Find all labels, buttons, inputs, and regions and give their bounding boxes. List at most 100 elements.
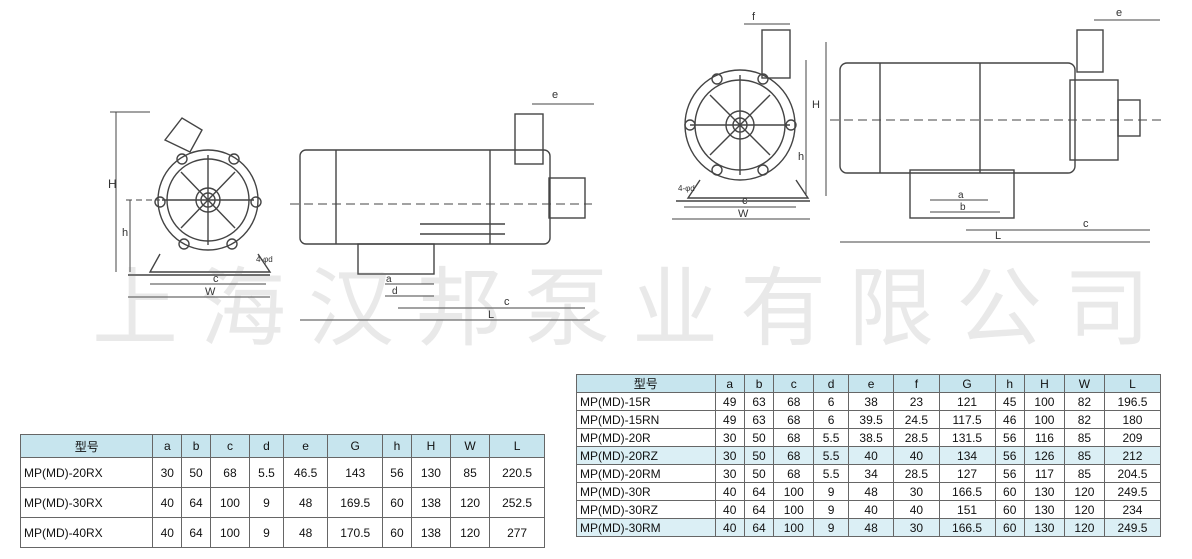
- table-cell: 40: [714, 482, 745, 501]
- table-cell: 45: [994, 392, 1025, 411]
- column-header: h: [382, 434, 412, 458]
- table-cell: 30: [152, 457, 183, 488]
- table-cell: 28.5: [893, 464, 940, 483]
- table-cell: 28.5: [893, 428, 940, 447]
- table-cell: 131.5: [938, 428, 996, 447]
- table-cell: 60: [382, 487, 412, 518]
- table-cell: 38: [847, 392, 895, 411]
- column-header: e: [282, 434, 329, 458]
- table-cell: 68: [773, 410, 815, 429]
- column-header: h: [994, 374, 1025, 393]
- table-cell: 23: [893, 392, 940, 411]
- column-header: c: [209, 434, 251, 458]
- column-header: 型号: [19, 434, 154, 458]
- table-cell: 56: [994, 464, 1025, 483]
- table-cell: 50: [743, 446, 775, 465]
- table-cell: 130: [1023, 482, 1065, 501]
- table-cell: 204.5: [1103, 464, 1162, 483]
- table-cell: 60: [382, 517, 412, 548]
- table-cell: 64: [743, 500, 775, 519]
- left-side-L-label: L: [488, 309, 494, 321]
- table-cell: 40: [847, 446, 895, 465]
- table-cell: 100: [773, 518, 815, 537]
- column-header: a: [152, 434, 183, 458]
- column-header: b: [181, 434, 211, 458]
- table-cell: 100: [1023, 410, 1065, 429]
- table-cell: 39.5: [847, 410, 895, 429]
- table-cell: 127: [938, 464, 996, 483]
- model-cell: MP(MD)-15RN: [576, 410, 716, 429]
- table-cell: 49: [714, 392, 745, 411]
- table-cell: 56: [994, 428, 1025, 447]
- table-cell: 120: [1063, 482, 1105, 501]
- table-cell: 100: [773, 500, 815, 519]
- table-cell: 30: [714, 446, 745, 465]
- table-cell: 34: [847, 464, 895, 483]
- table-cell: 143: [327, 457, 384, 488]
- table-cell: 9: [813, 482, 849, 501]
- table-cell: 40: [714, 500, 745, 519]
- model-cell: MP(MD)-30RZ: [576, 500, 716, 519]
- table-cell: 68: [773, 428, 815, 447]
- column-header: H: [1023, 374, 1065, 393]
- table-cell: 85: [1063, 464, 1105, 483]
- table-cell: 68: [209, 457, 251, 488]
- table-cell: 196.5: [1103, 392, 1162, 411]
- right-side-a-label: a: [958, 190, 964, 201]
- table-cell: 64: [743, 518, 775, 537]
- table-cell: 56: [994, 446, 1025, 465]
- table-cell: 234: [1103, 500, 1162, 519]
- table-cell: 30: [893, 482, 940, 501]
- model-cell: MP(MD)-20RM: [576, 464, 716, 483]
- table-cell: 30: [714, 464, 745, 483]
- table-cell: 85: [1063, 446, 1105, 465]
- table-cell: 138: [410, 487, 452, 518]
- table-cell: 5.5: [813, 428, 849, 447]
- table-cell: 249.5: [1103, 482, 1162, 501]
- column-header: b: [743, 374, 775, 393]
- table-cell: 49: [714, 410, 745, 429]
- table-cell: 50: [181, 457, 211, 488]
- table-cell: 100: [209, 517, 251, 548]
- right-front-h-label: h: [798, 151, 804, 163]
- left-front-H-label: H: [108, 177, 117, 191]
- table-cell: 38.5: [847, 428, 895, 447]
- table-cell: 130: [410, 457, 452, 488]
- left-front-h-label: h: [122, 227, 128, 239]
- left-side-view: e a d c L: [290, 89, 594, 321]
- table-cell: 48: [282, 517, 329, 548]
- table-cell: 40: [893, 446, 940, 465]
- table-cell: 130: [1023, 500, 1065, 519]
- table-cell: 68: [773, 392, 815, 411]
- table-cell: 64: [743, 482, 775, 501]
- table-cell: 64: [181, 487, 211, 518]
- table-cell: 48: [847, 518, 895, 537]
- table-cell: 9: [249, 517, 284, 548]
- right-side-view: e a b c L: [830, 7, 1164, 243]
- table-cell: 130: [1023, 518, 1065, 537]
- right-side-e-label: e: [1116, 7, 1122, 19]
- table-cell: 46: [994, 410, 1025, 429]
- right-side-b-label: b: [960, 202, 966, 213]
- table-cell: 220.5: [489, 457, 545, 488]
- left-front-bolt-label: 4-φd: [256, 255, 273, 264]
- table-cell: 5.5: [813, 464, 849, 483]
- table-cell: 85: [449, 457, 491, 488]
- model-cell: MP(MD)-30RX: [19, 487, 154, 518]
- table-cell: 48: [282, 487, 329, 518]
- right-front-view: f H h c W 4-φd: [672, 11, 827, 220]
- right-side-L-label: L: [995, 230, 1001, 242]
- model-cell: MP(MD)-20R: [576, 428, 716, 447]
- right-front-H-label: H: [812, 99, 820, 111]
- table-cell: 40: [893, 500, 940, 519]
- table-cell: 63: [743, 392, 775, 411]
- table-cell: 138: [410, 517, 452, 548]
- table-cell: 6: [813, 410, 849, 429]
